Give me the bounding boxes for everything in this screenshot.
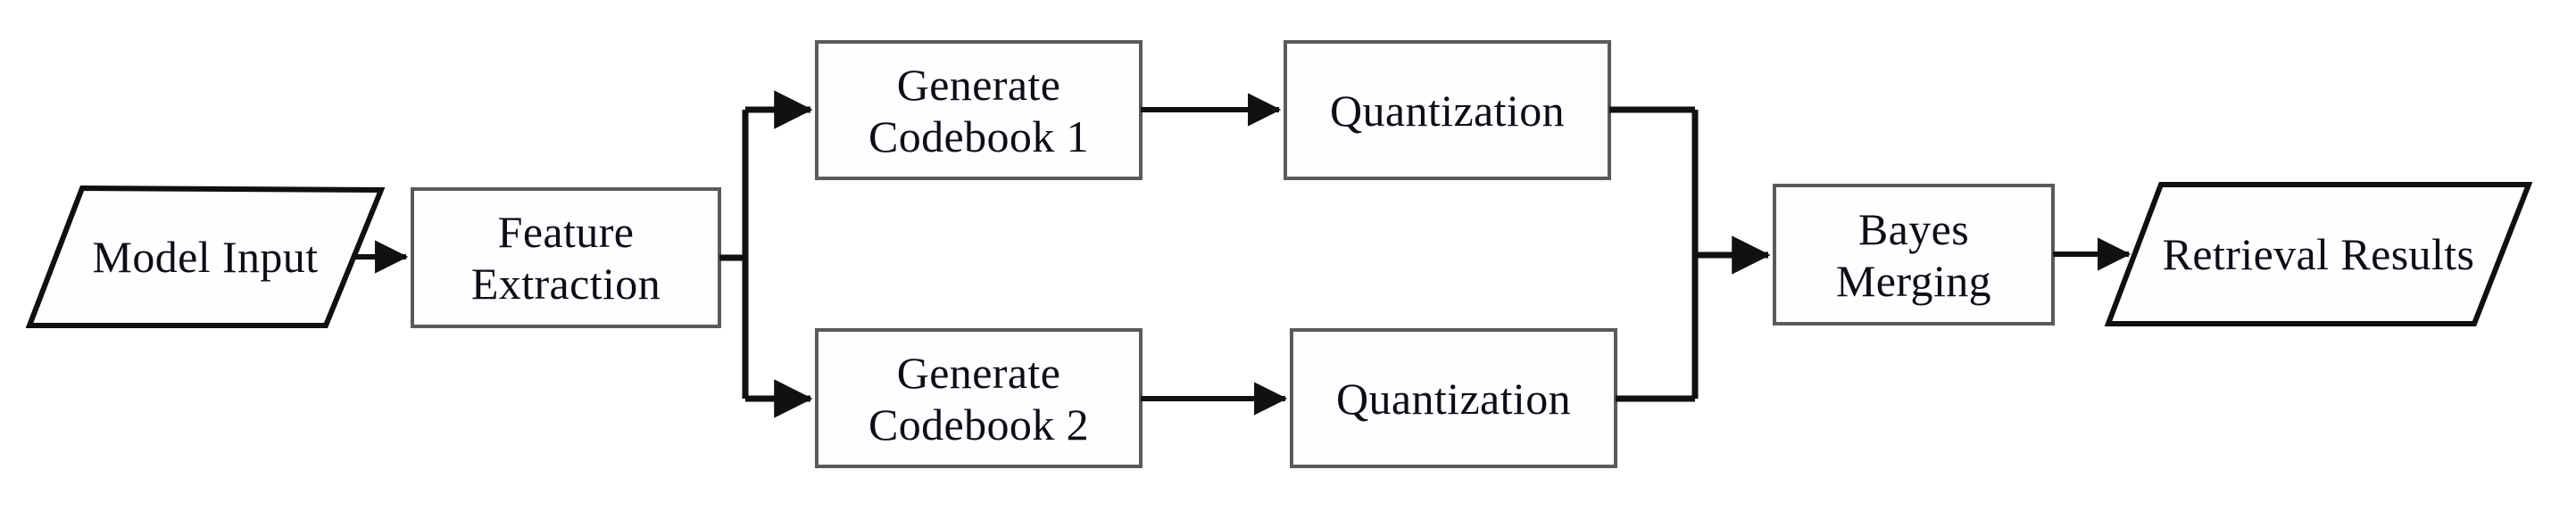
node-shape-model-input[interactable] — [25, 185, 386, 328]
node-shape-bayes-merging[interactable] — [1773, 184, 2055, 326]
node-shape-feature-extraction[interactable] — [411, 187, 721, 328]
node-shape-quantization-bottom[interactable] — [1290, 328, 1617, 468]
node-shape-retrieval-results[interactable] — [2104, 182, 2533, 326]
node-shape-generate-codebook-1[interactable] — [815, 40, 1143, 180]
node-shape-quantization-top[interactable] — [1284, 40, 1611, 180]
node-shape-generate-codebook-2[interactable] — [815, 328, 1143, 468]
